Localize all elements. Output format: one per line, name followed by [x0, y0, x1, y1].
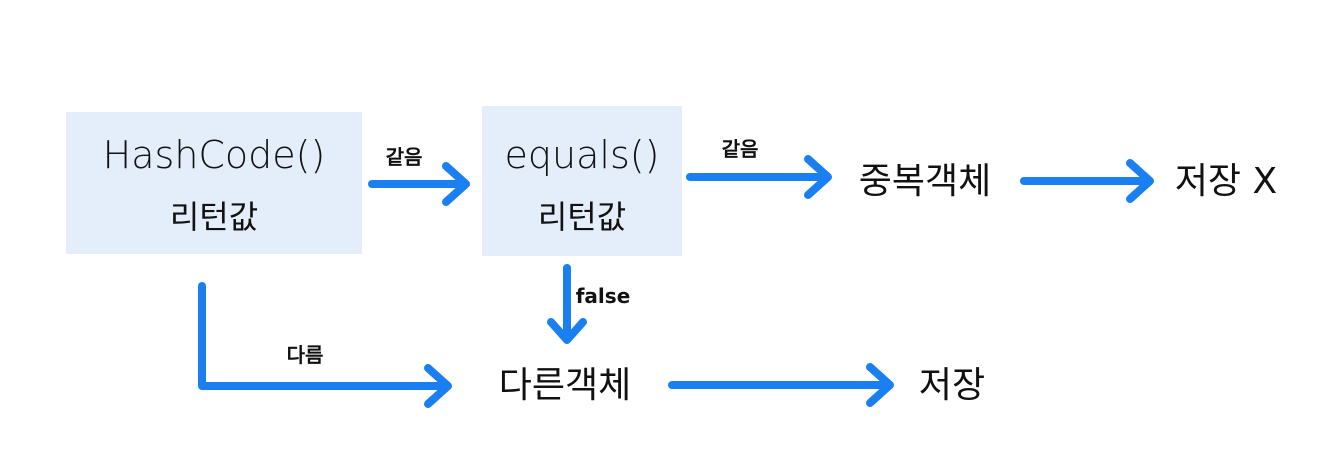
arrow-hash-to-different: [198, 282, 452, 408]
store-node: 저장: [919, 365, 985, 406]
edge-label-equals-to-different: false: [576, 284, 631, 308]
equals-box: [482, 106, 682, 256]
no-store-node: 저장 X: [1175, 161, 1277, 202]
duplicate-object-node: 중복객체: [859, 161, 991, 202]
edge-label-equals-to-duplicate: 같음: [722, 137, 759, 161]
different-object-node: 다른객체: [499, 365, 631, 406]
edge-label-hash-to-different: 다름: [287, 343, 324, 367]
equals-subtitle: 리턴값: [538, 198, 626, 236]
hashcode-box: [66, 112, 362, 254]
equals-title: equals(): [505, 133, 660, 177]
arrow-equals-to-different: [547, 264, 587, 344]
hashcode-subtitle: 리턴값: [170, 198, 258, 236]
arrow-different-to-store: [668, 363, 894, 407]
arrow-equals-to-duplicate: [686, 155, 832, 199]
arrow-hash-to-equals: [368, 162, 470, 206]
edge-label-hash-to-equals: 같음: [386, 145, 423, 169]
arrow-duplicate-to-nostore: [1020, 159, 1154, 203]
hashcode-title: HashCode(): [103, 133, 326, 177]
